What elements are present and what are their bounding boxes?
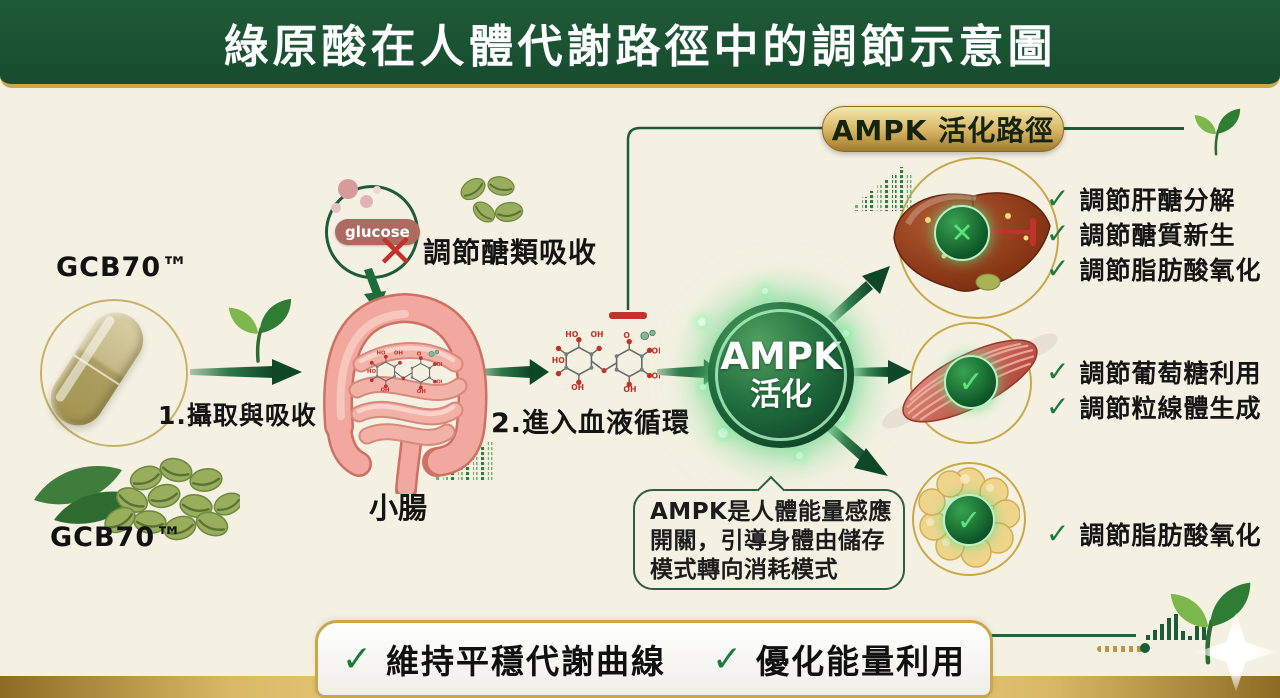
muscle-check-badge: ✓ bbox=[944, 355, 998, 409]
check-icon: ✓ bbox=[1046, 390, 1070, 423]
sparkle-dot bbox=[796, 452, 803, 459]
equalizer-bars-icon bbox=[1146, 614, 1206, 640]
equalizer-bars-icon bbox=[855, 167, 912, 211]
arrow-to-liver bbox=[828, 266, 890, 323]
ampk-pathway-badge: AMPK 活化路徑 bbox=[822, 106, 1064, 152]
ampk-note-bubble: AMPK是人體能量感應 開關，引導身體由儲存 模式轉向消耗模式 bbox=[633, 489, 905, 590]
arrow-step2 bbox=[477, 359, 549, 385]
arrow-to-muscle bbox=[850, 360, 912, 384]
ampk-activation-circle: AMPK 活化 bbox=[708, 302, 854, 448]
benefits-plaque: ✓ 維持平穩代謝曲線 ✓ 優化能量利用 bbox=[315, 620, 993, 698]
benefit-label: 調節肝醣分解 bbox=[1079, 186, 1236, 215]
glucose-molecule-dot bbox=[373, 186, 381, 194]
liver-benefit-row: ✓ 調節脂肪酸氧化 bbox=[1046, 252, 1262, 286]
benefit-label: 調節脂肪酸氧化 bbox=[1079, 256, 1262, 285]
page-title: 綠原酸在人體代謝路徑中的調節示意圖 bbox=[223, 19, 1057, 73]
sparkle-dot bbox=[762, 288, 768, 294]
header-banner: 綠原酸在人體代謝路徑中的調節示意圖 bbox=[0, 0, 1280, 88]
cross-icon: ✕ bbox=[950, 217, 974, 249]
ampk-note-line: AMPK是人體能量感應 bbox=[650, 499, 892, 525]
glucose-molecule-dot bbox=[331, 203, 341, 213]
capsule-gold-ring bbox=[40, 299, 188, 447]
fat-cell-illustration bbox=[918, 467, 1020, 568]
ampk-note-line: 開關，引導身體由儲存 bbox=[650, 528, 885, 554]
benefit-label: 調節醣質新生 bbox=[1079, 221, 1236, 250]
fat-gold-ring bbox=[912, 462, 1026, 576]
coffee-beans-pile-illustration bbox=[34, 454, 240, 545]
product-label-top: GCB70™ bbox=[56, 252, 190, 283]
check-icon: ✓ bbox=[956, 503, 982, 537]
ampk-note-line: 模式轉向消耗模式 bbox=[650, 557, 838, 583]
leaf-icon bbox=[1193, 107, 1242, 156]
badge-connector-line bbox=[1062, 127, 1184, 130]
sparkle-dot bbox=[698, 318, 706, 326]
glucose-molecule-dot bbox=[360, 195, 373, 208]
product-label-bottom: GCB70™ bbox=[50, 522, 184, 553]
footer-benefit: ✓ 維持平穩代謝曲線 bbox=[342, 635, 666, 683]
inhibition-tbar-icon bbox=[987, 218, 1036, 246]
liver-benefit-row: ✓ 調節肝醣分解 bbox=[1046, 182, 1236, 216]
benefit-label: 調節葡萄糖利用 bbox=[1079, 359, 1262, 388]
step1-label: 1.攝取與吸收 bbox=[158, 401, 317, 430]
sparkle-dot bbox=[700, 384, 706, 390]
muscle-benefit-row: ✓ 調節粒線體生成 bbox=[1046, 390, 1262, 424]
check-icon: ✓ bbox=[1046, 517, 1070, 550]
liver-benefit-row: ✓ 調節醣質新生 bbox=[1046, 217, 1236, 251]
chlorogenic-acid-molecule-small bbox=[366, 350, 442, 393]
sparkle-dot bbox=[842, 330, 849, 337]
decor-line bbox=[990, 634, 1136, 637]
muscle-benefit-row: ✓ 調節葡萄糖利用 bbox=[1046, 355, 1262, 389]
ampk-circle-title: AMPK bbox=[720, 335, 842, 378]
benefit-label: 調節粒線體生成 bbox=[1079, 394, 1262, 423]
benefit-label: 優化能量利用 bbox=[756, 642, 967, 681]
benefit-label: 維持平穩代謝曲線 bbox=[386, 642, 666, 681]
decor-green-dot bbox=[1140, 643, 1150, 653]
check-icon: ✓ bbox=[1046, 217, 1070, 250]
check-icon: ✓ bbox=[341, 638, 372, 680]
check-icon: ✓ bbox=[712, 638, 743, 680]
ampk-circle-subtitle: 活化 bbox=[750, 377, 812, 413]
liver-inhibit-badge: ✕ bbox=[934, 205, 990, 261]
fat-benefit-row: ✓ 調節脂肪酸氧化 bbox=[1046, 517, 1262, 551]
sugar-absorption-note: 調節醣類吸收 bbox=[423, 236, 598, 269]
arrow-to-fat bbox=[824, 422, 888, 476]
benefit-label: 調節脂肪酸氧化 bbox=[1079, 521, 1262, 550]
glucose-label-pill: glucose bbox=[335, 219, 420, 245]
check-icon: ✓ bbox=[1046, 355, 1070, 388]
fat-check-badge: ✓ bbox=[943, 494, 995, 546]
glucose-molecule-dot bbox=[338, 179, 358, 199]
chlorogenic-acid-molecule bbox=[550, 330, 660, 392]
coffee-beans-icon bbox=[456, 174, 524, 227]
intestine-illustration bbox=[323, 292, 488, 494]
muscle-gold-ring bbox=[910, 322, 1032, 444]
sparkle-dot bbox=[718, 428, 728, 438]
check-icon: ✓ bbox=[1046, 252, 1070, 285]
intestine-label: 小腸 bbox=[369, 491, 428, 525]
blocked-cross-icon: ✕ bbox=[376, 224, 415, 278]
decor-gold-dots bbox=[1097, 646, 1145, 652]
arrow-step1 bbox=[190, 359, 302, 385]
check-icon: ✓ bbox=[958, 364, 984, 400]
step2-label: 2.進入血液循環 bbox=[491, 408, 691, 439]
leaf-sprout-icon bbox=[227, 297, 293, 363]
inhibition-connector-line bbox=[609, 126, 828, 319]
footer-benefit: ✓ 優化能量利用 bbox=[712, 635, 966, 683]
check-icon: ✓ bbox=[1046, 182, 1070, 215]
